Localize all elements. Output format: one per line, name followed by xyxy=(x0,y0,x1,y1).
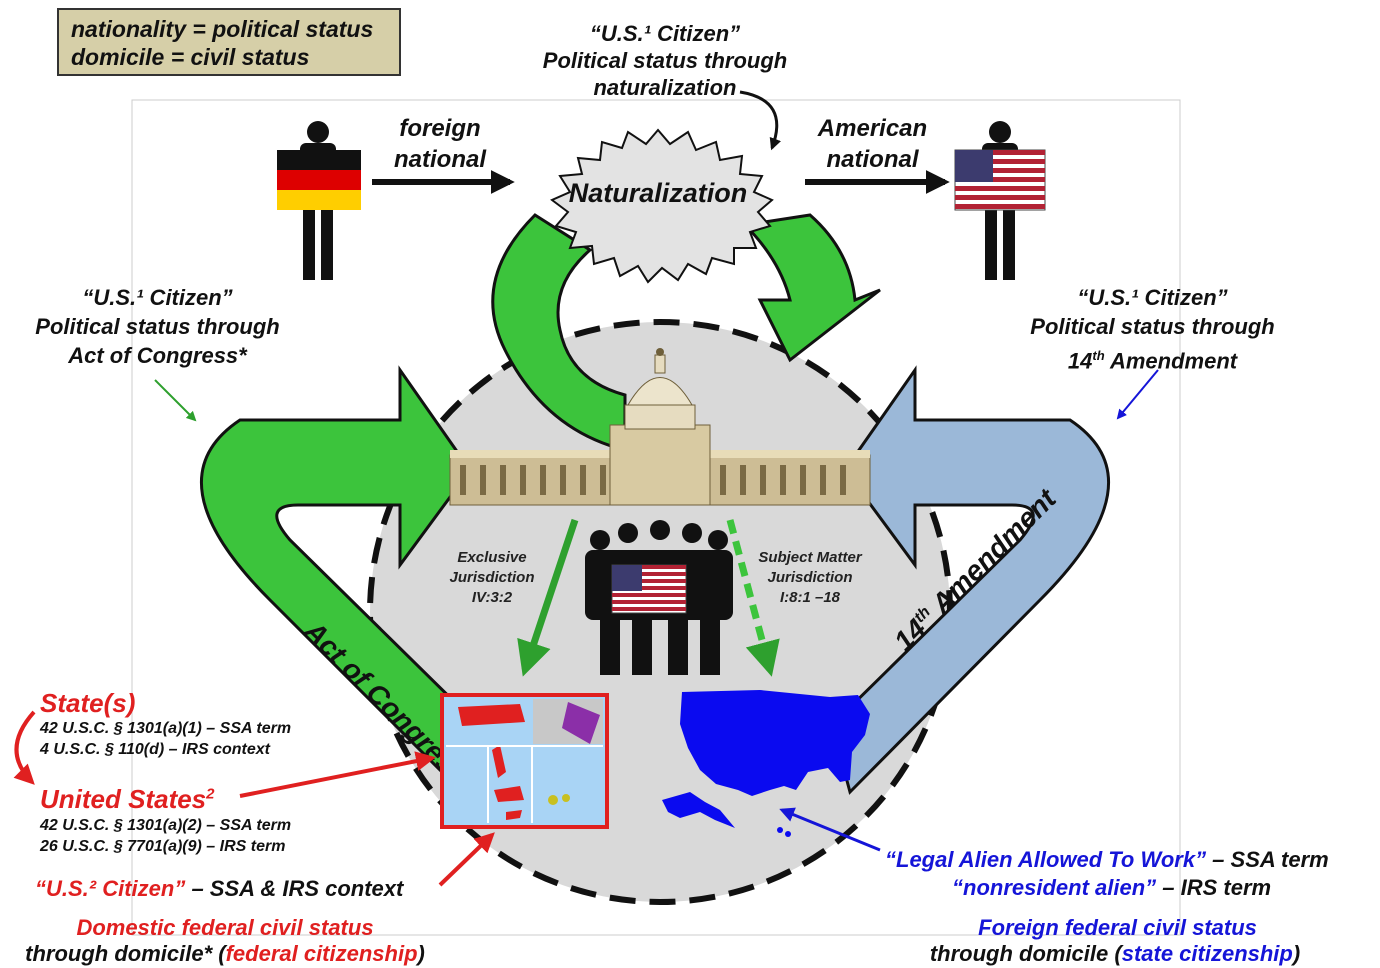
blue-pointer-arrow xyxy=(1116,369,1159,420)
us2-citizen-line: “U.S.² Citizen” – SSA & IRS context xyxy=(35,876,403,902)
amendment-14-caption-sup: th xyxy=(1092,348,1105,363)
subject-matter-line-3: I:8:1 –18 xyxy=(779,589,841,606)
foreign-line-2: through domicile (state citizenship) xyxy=(905,941,1325,967)
domestic-line-2: through domicile* (federal citizenship) xyxy=(0,941,450,967)
subject-matter-line-1: Subject Matter xyxy=(758,549,862,566)
domestic-line-1: Domestic federal civil status xyxy=(76,915,374,940)
domestic-line-2-c: ) xyxy=(417,941,425,966)
naturalization-caption-line-2: Political status through xyxy=(542,48,788,73)
exclusive-line-2: Jurisdiction xyxy=(449,569,535,586)
usa-map-icon xyxy=(662,690,870,837)
united-states-cite-1: 42 U.S.C. § 1301(a)(2) – SSA term xyxy=(40,817,292,834)
legal-alien-line: “Legal Alien Allowed To Work” – SSA term xyxy=(885,847,1329,873)
amendment-14-arrow xyxy=(830,365,1111,795)
us2-citizen-term: “U.S.² Citizen” xyxy=(35,876,186,901)
domestic-line-2-a: through domicile* ( xyxy=(25,941,226,966)
capitol-building-icon xyxy=(449,348,871,506)
american-national-label: American national xyxy=(805,113,940,175)
person-with-us-flag-icon xyxy=(954,121,1046,280)
green-pointer-arrow xyxy=(154,379,197,422)
naturalization-arrow-right xyxy=(741,213,881,363)
act-of-congress-caption-line-2: Political status through xyxy=(35,314,280,339)
foreign-national-label: foreign national xyxy=(380,113,500,175)
exclusive-jurisdiction-arrow xyxy=(517,518,579,677)
act-of-congress-caption-line-3: Act of Congress* xyxy=(68,343,247,368)
foreign-line-1: Foreign federal civil status xyxy=(978,915,1257,940)
american-national-line-1: American xyxy=(817,115,928,142)
legend-line-1: nationality = political status xyxy=(71,16,374,42)
naturalization-caption-line-3: naturalization xyxy=(593,75,737,100)
legal-alien-pointer-arrow xyxy=(779,807,881,852)
us2-citizen-rest: – SSA & IRS context xyxy=(185,876,404,901)
naturalization-caption: “U.S.¹ Citizen” Political status through… xyxy=(520,20,810,101)
act-of-congress-caption: “U.S.¹ Citizen” Political status through… xyxy=(10,283,305,370)
united-states-sup: 2 xyxy=(206,785,215,803)
nonresident-rest: – IRS term xyxy=(1156,875,1272,900)
us-territories-map-icon xyxy=(440,693,609,829)
exclusive-jurisdiction-label: Exclusive Jurisdiction IV:3:2 xyxy=(432,548,552,608)
foreign-line-2-a: through domicile ( xyxy=(929,941,1122,966)
amendment-14-caption-num: 14 xyxy=(1067,348,1093,374)
states-to-us-curve-arrow xyxy=(13,710,36,785)
subject-matter-line-2: Jurisdiction xyxy=(767,569,853,586)
foreign-line-2-c: ) xyxy=(1292,941,1301,966)
amendment-14-caption-rest: Amendment xyxy=(1104,348,1238,374)
subject-matter-jurisdiction-label: Subject Matter Jurisdiction I:8:1 –18 xyxy=(745,548,875,608)
united-states-title: United States2 xyxy=(40,784,215,815)
legal-alien-term: “Legal Alien Allowed To Work” xyxy=(885,847,1207,872)
amendment-14-caption-line-3: 14th Amendment xyxy=(1005,341,1300,375)
nonresident-term: “nonresident alien” xyxy=(952,875,1157,900)
amendment-14-caption: “U.S.¹ Citizen” Political status through… xyxy=(1005,283,1300,375)
domestic-line-2-b: federal citizenship xyxy=(225,941,418,966)
states-cite-1: 42 U.S.C. § 1301(a)(1) – SSA term xyxy=(40,720,292,737)
american-national-line-2: national xyxy=(826,146,919,173)
naturalization-caption-line-1: “U.S.¹ Citizen” xyxy=(589,21,741,46)
amendment-14-caption-line-1: “U.S.¹ Citizen” xyxy=(1077,285,1228,310)
foreign-national-line-2: national xyxy=(393,146,486,173)
states-title: State(s) xyxy=(40,688,136,718)
amendment-14-caption-line-2: Political status through xyxy=(1030,314,1275,339)
naturalization-label: Naturalization xyxy=(568,178,748,208)
legend-box: nationality = political status domicile … xyxy=(57,8,401,76)
legal-alien-rest: – SSA term xyxy=(1206,847,1329,872)
us2-citizen-pointer-arrow xyxy=(438,832,495,887)
legend-line-2: domicile = civil status xyxy=(71,44,310,70)
person-with-german-flag-icon xyxy=(277,121,361,280)
nonresident-line: “nonresident alien” – IRS term xyxy=(952,875,1271,901)
foreign-national-line-1: foreign xyxy=(399,115,481,142)
united-states-title-text: United States xyxy=(40,784,207,814)
exclusive-line-3: IV:3:2 xyxy=(471,589,513,606)
act-of-congress-caption-line-1: “U.S.¹ Citizen” xyxy=(82,285,233,310)
naturalization-starburst xyxy=(550,128,774,284)
exclusive-line-1: Exclusive xyxy=(457,549,527,566)
group-with-us-flag-icon xyxy=(585,520,733,675)
united-states-cite-2: 26 U.S.C. § 7701(a)(9) – IRS term xyxy=(40,838,286,855)
foreign-line-2-b: state citizenship xyxy=(1121,941,1293,966)
united-states-pointer-arrow xyxy=(239,751,436,798)
subject-matter-jurisdiction-arrow xyxy=(726,519,780,677)
states-cite-2: 4 U.S.C. § 110(d) – IRS context xyxy=(40,741,270,758)
caption-pointer-arrow xyxy=(739,90,781,151)
